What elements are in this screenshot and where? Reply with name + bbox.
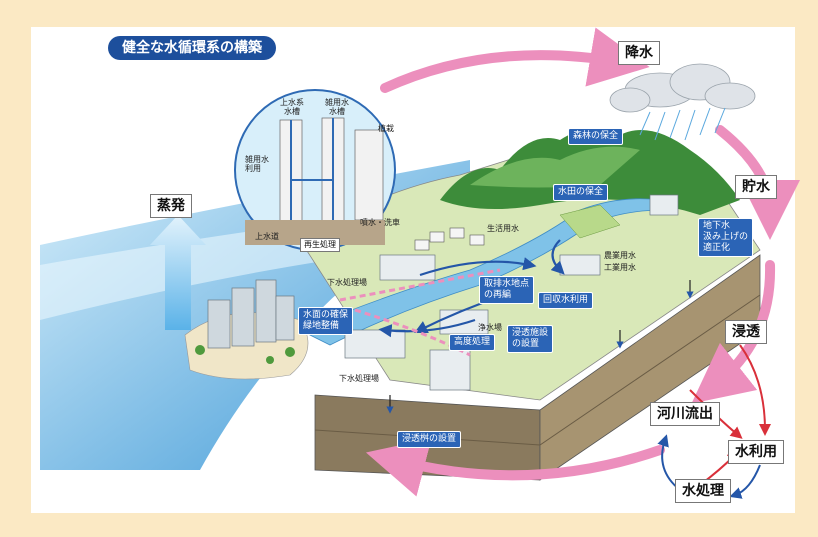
- cycle-arrow-top: [380, 27, 650, 93]
- label-paddy-conservation: 水田の保全: [553, 184, 609, 201]
- inset-gray-water-use: 雑用水 利用: [245, 155, 269, 173]
- label-sewage-plant-bottom: 下水処理場: [339, 374, 379, 383]
- inset-building: [279, 117, 384, 226]
- label-precipitation: 降水: [618, 41, 660, 65]
- label-water-use: 水利用: [728, 440, 784, 464]
- inset-sprinkle-wash: 噴水・洗車: [360, 218, 400, 227]
- label-water-treatment: 水処理: [675, 479, 731, 503]
- label-sewage-plant-top: 下水処理場: [327, 278, 367, 287]
- label-infiltration-trench: 浸透桝の設置: [397, 431, 462, 448]
- label-advanced-treatment: 高度処理: [449, 334, 496, 351]
- cycle-red-1: [739, 344, 771, 436]
- label-river-runoff: 河川流出: [650, 402, 720, 426]
- evaporation-arrow: [150, 215, 206, 330]
- inset-gray-water-tank: 雑用水 水槽: [325, 98, 349, 116]
- pink-dashed-1: [339, 268, 501, 302]
- paddy-fields: [559, 204, 621, 239]
- label-domestic-water: 生活用水: [487, 224, 519, 233]
- treatment-facilities: [344, 194, 679, 391]
- flow-arrow-1: [419, 257, 537, 277]
- label-evaporation: 蒸発: [150, 194, 192, 218]
- inset-water-supply-tank: 上水系 水槽: [280, 98, 304, 116]
- label-purification-plant: 浄水場: [478, 323, 502, 332]
- rain-lines: [639, 107, 726, 141]
- city-buildings: [207, 279, 295, 349]
- label-agricultural-water: 農業用水: [604, 251, 636, 260]
- label-recycled-water: 回収水利用: [538, 292, 594, 309]
- inset-recycled: 再生処理: [300, 238, 340, 252]
- cycle-blue-1: [729, 464, 761, 499]
- rain-cloud: [609, 63, 756, 113]
- cycle-arrow-bottom: [365, 438, 665, 497]
- diagram-title: 健全な水循環系の構築: [108, 36, 276, 60]
- forest-highlight: [470, 146, 640, 188]
- city-trees: [195, 345, 295, 364]
- label-infiltration-facility: 浸透施設 の設置: [507, 325, 554, 353]
- inset-pipes: [290, 118, 334, 230]
- label-water-surface: 水面の確保 緑地整備: [298, 307, 354, 335]
- soil-layer: [314, 294, 761, 446]
- label-infiltration: 浸透: [725, 320, 767, 344]
- label-intake-relocation: 取排水地点 の再編: [479, 276, 535, 304]
- flow-arrow-4: [378, 318, 476, 338]
- label-groundwater-pumping: 地下水 汲み上げの 適正化: [698, 218, 754, 257]
- flow-arrow-3: [550, 239, 565, 275]
- inset-planting: 植栽: [378, 124, 394, 133]
- cycle-arrow-right: [715, 125, 800, 240]
- label-forest-conservation: 森林の保全: [568, 128, 624, 145]
- inset-city-water: 上水道: [255, 232, 279, 241]
- houses: [414, 227, 485, 251]
- label-industrial-water: 工業用水: [604, 263, 636, 272]
- label-storage: 貯水: [735, 175, 777, 199]
